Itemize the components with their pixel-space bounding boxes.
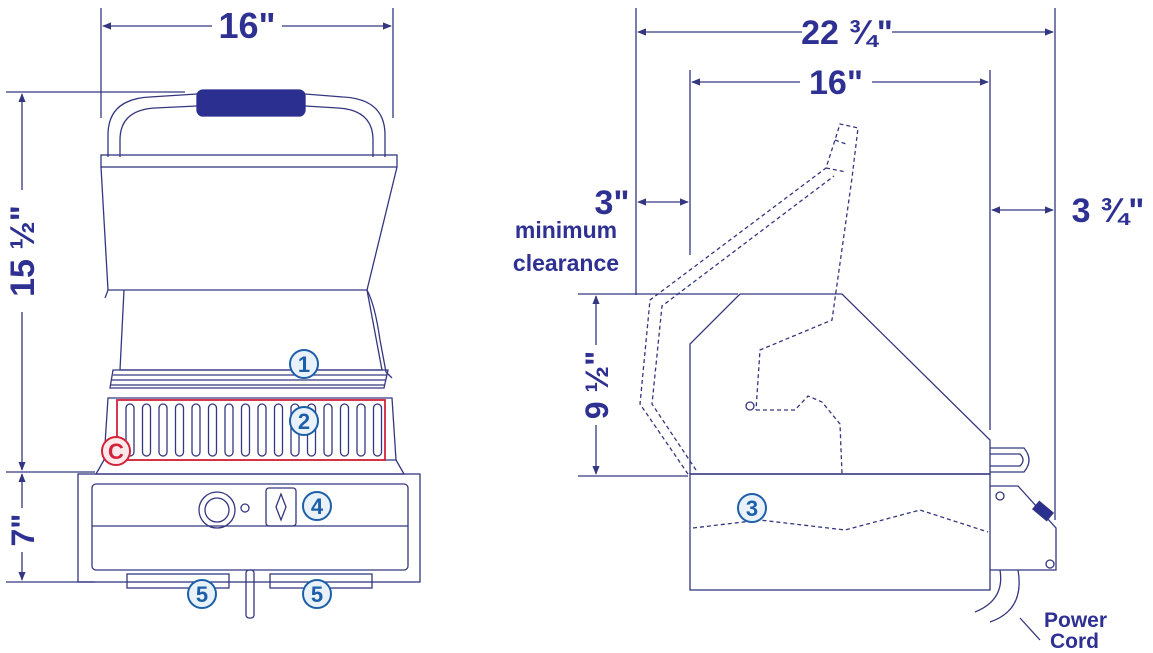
side-view bbox=[578, 8, 1057, 641]
callout-4-label: 4 bbox=[311, 494, 324, 519]
lid-handle bbox=[107, 89, 386, 157]
warming-rack bbox=[109, 369, 389, 389]
callout-3: 3 bbox=[737, 493, 767, 523]
side-overall-width-dimension bbox=[635, 8, 1056, 520]
open-lid-outline bbox=[639, 123, 859, 475]
callout-c: C bbox=[101, 436, 131, 466]
grate-bar bbox=[323, 403, 333, 457]
callout-1-label: 1 bbox=[298, 352, 310, 377]
side-overall-width-label: 22 ¾" bbox=[801, 14, 893, 52]
callout-2: 2 bbox=[289, 406, 319, 436]
grate-bar bbox=[273, 403, 284, 457]
front-height-dimension bbox=[6, 91, 185, 473]
power-cord-label-line1: Power bbox=[1044, 609, 1107, 632]
grate-bar bbox=[174, 403, 185, 457]
grate-bar bbox=[141, 403, 152, 457]
closed-hood bbox=[689, 293, 1030, 475]
grate-bar bbox=[372, 403, 383, 457]
power-cord-label-line2: Cord bbox=[1050, 630, 1099, 653]
side-body-width-dimension bbox=[689, 70, 991, 430]
front-view bbox=[6, 8, 421, 619]
grate-bar bbox=[257, 403, 267, 457]
cook-box bbox=[94, 397, 406, 475]
clearance-text-line2: clearance bbox=[513, 250, 619, 276]
front-width-label: 16" bbox=[218, 5, 275, 46]
callout-c-label: C bbox=[108, 439, 124, 464]
callout-2-label: 2 bbox=[298, 409, 310, 434]
front-width-dimension bbox=[100, 8, 394, 118]
grate-bar bbox=[191, 403, 201, 457]
side-base bbox=[689, 473, 1057, 641]
callout-5-left-label: 5 bbox=[196, 582, 208, 607]
right-clearance-label: 3 ¾" bbox=[1072, 192, 1145, 230]
open-lid bbox=[100, 154, 398, 379]
hood-height-label: 9 ½" bbox=[579, 351, 615, 420]
callout-1: 1 bbox=[289, 349, 319, 379]
left-clearance-label: 3" bbox=[594, 184, 629, 222]
grate-bar bbox=[158, 403, 168, 457]
grate-bar bbox=[224, 403, 234, 457]
callout-5-left: 5 bbox=[187, 579, 217, 609]
callout-5-right: 5 bbox=[302, 579, 332, 609]
grate-bar bbox=[356, 403, 366, 457]
cooking-grates bbox=[125, 403, 383, 457]
callout-5-right-label: 5 bbox=[311, 582, 323, 607]
front-height-label: 15 ½" bbox=[4, 205, 42, 297]
grate-bar bbox=[339, 403, 350, 457]
front-base-height-label: 7" bbox=[5, 514, 41, 547]
clearance-text-line1: minimum bbox=[515, 217, 617, 243]
grate-bar bbox=[207, 403, 218, 457]
callout-4: 4 bbox=[302, 491, 332, 521]
grate-bar bbox=[240, 403, 251, 457]
grill-base bbox=[77, 473, 421, 619]
side-body-width-label: 16" bbox=[809, 64, 863, 102]
callout-3-label: 3 bbox=[746, 496, 758, 521]
